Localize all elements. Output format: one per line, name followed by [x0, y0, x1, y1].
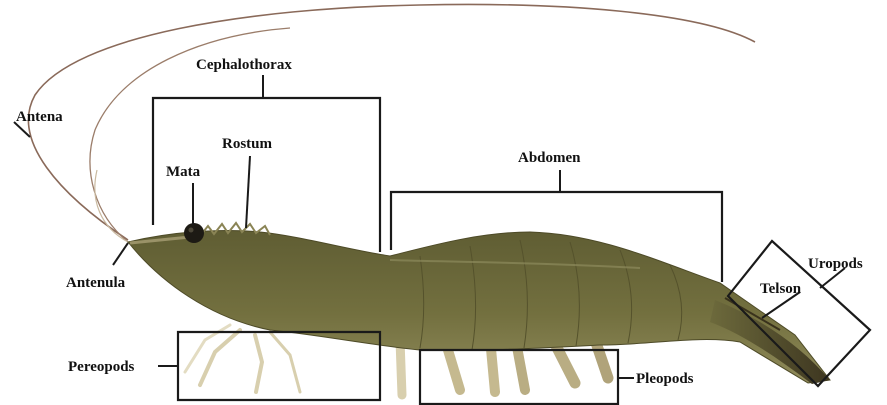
label-pereopods: Pereopods	[68, 359, 135, 375]
label-mata: Mata	[166, 164, 201, 180]
label-cephalothorax: Cephalothorax	[196, 57, 292, 73]
label-antenula: Antenula	[66, 275, 126, 291]
shrimp-eye	[184, 223, 204, 243]
label-abdomen: Abdomen	[518, 150, 581, 166]
label-uropods: Uropods	[808, 256, 863, 272]
shrimp-illustration	[128, 223, 830, 395]
label-rostum: Rostum	[222, 136, 273, 152]
label-antena: Antena	[16, 109, 63, 125]
label-pleopods: Pleopods	[636, 371, 694, 387]
label-telson: Telson	[760, 281, 802, 297]
